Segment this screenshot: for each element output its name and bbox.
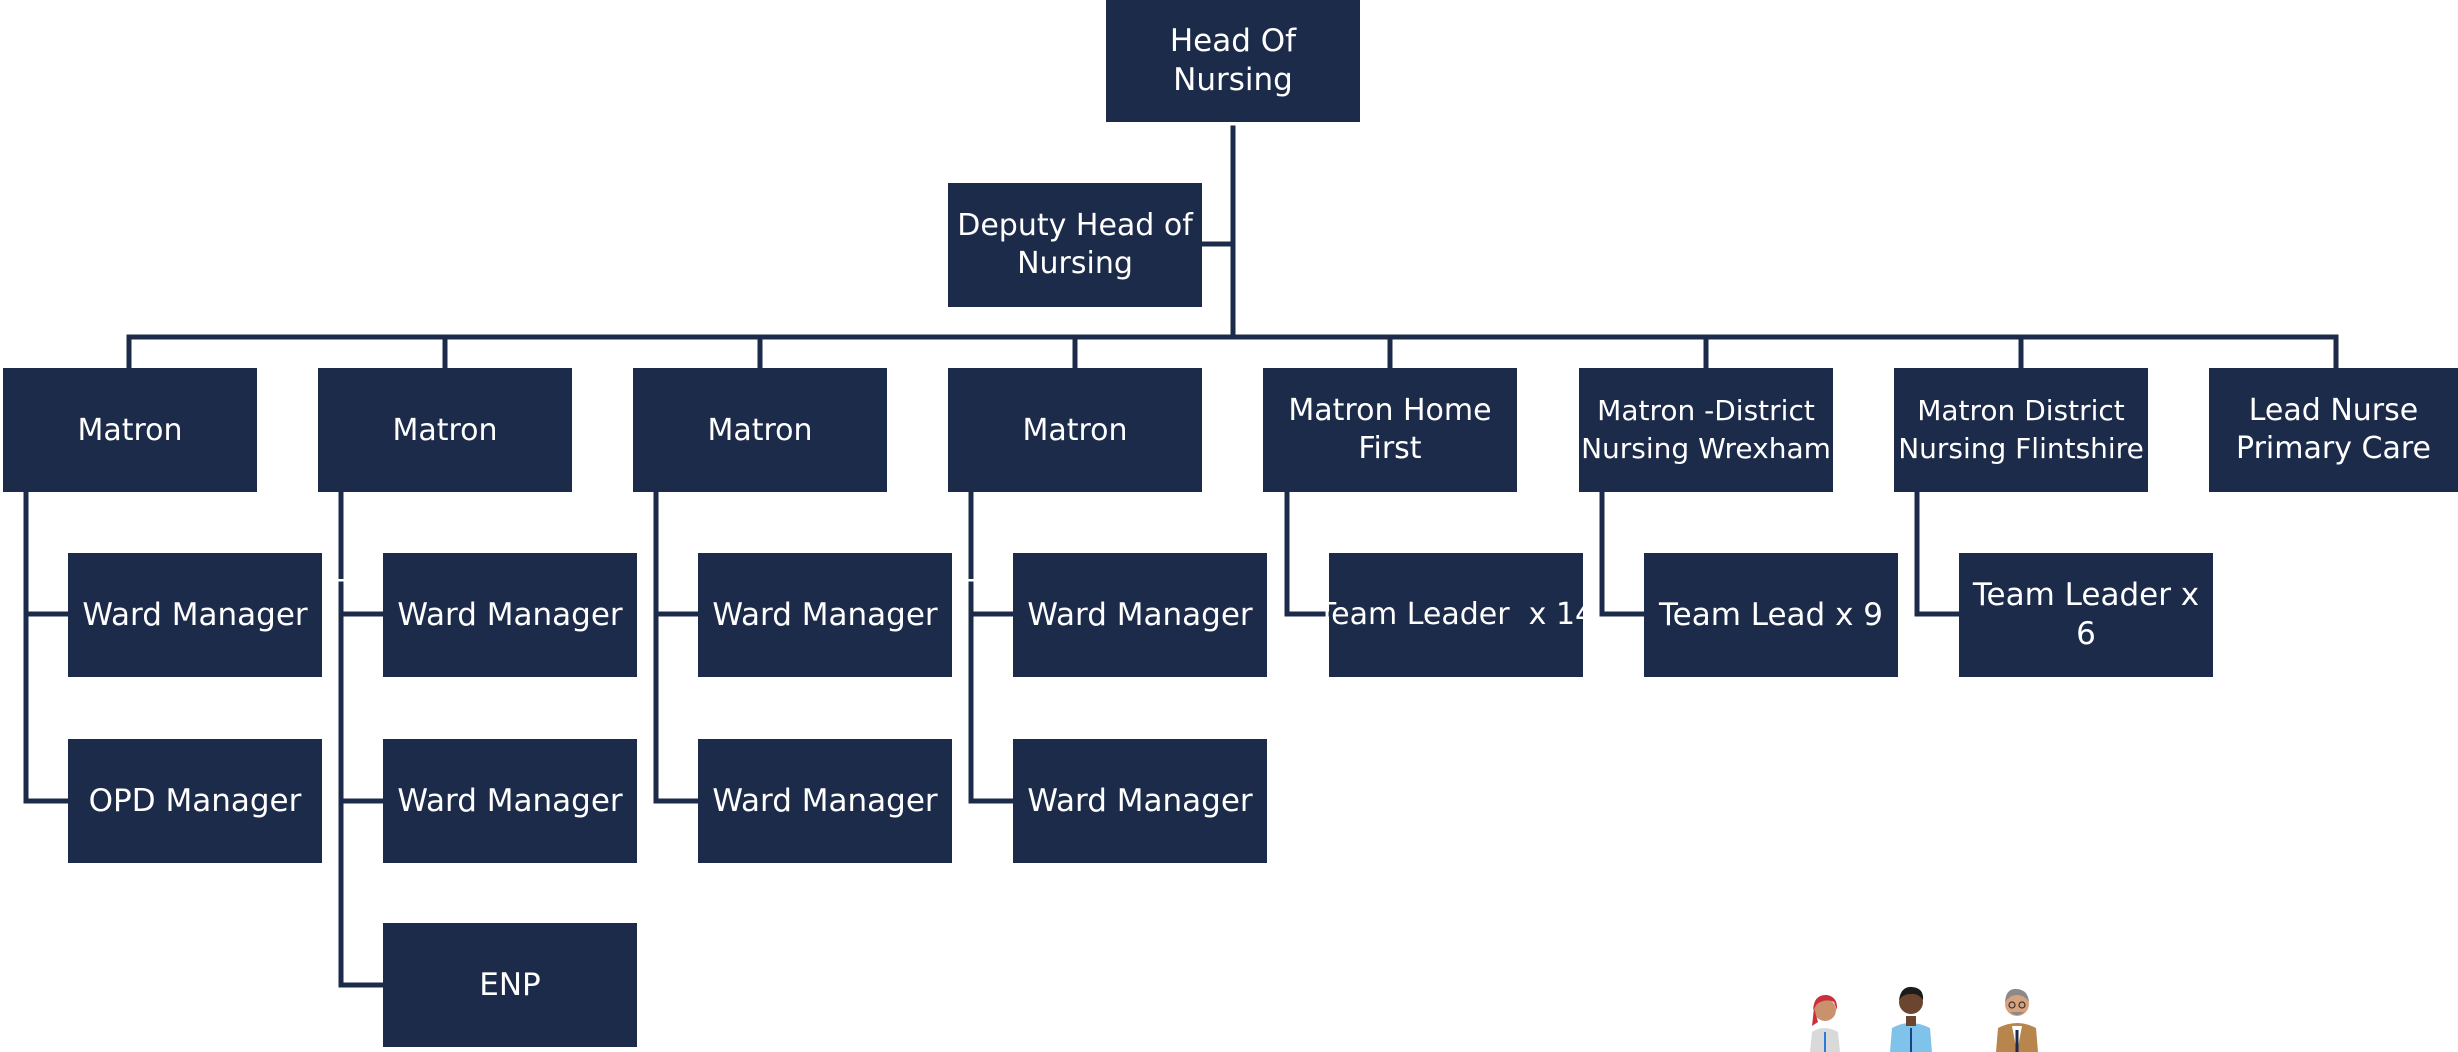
report-label: Ward Manager [1027,596,1253,633]
matron-1-line1: Matron [77,413,183,448]
report-label: Ward Manager [712,596,938,633]
report-label: Ward Manager [1027,782,1253,819]
report-box: Ward Manager [1013,739,1267,863]
matron-box-4: Matron Community Hospital [948,368,1202,600]
report-box: ENP [383,923,637,1047]
report-box: Team Leader x 14 [1318,553,1594,677]
report-label: Ward Manager [397,782,623,819]
matron-1-line2: Community [43,489,217,524]
matron-box-1: Matron Community Hospital [3,368,257,600]
matron-3-line2: Community [673,489,847,524]
report-box: Team Lead x 9 [1644,553,1898,677]
three-people-illustration [1810,986,2038,1052]
person-illustration-3 [1996,988,2038,1052]
report-label: Team Leader x 6 [1972,577,2200,652]
report-box: Ward Manager [1013,553,1267,677]
matron-box-6: Matron -District Nursing Wrexham [1579,368,1833,492]
report-label: OPD Manager [88,782,302,819]
report-label: Ward Manager [397,596,623,633]
report-box: Ward Manager [383,739,637,863]
matron-box-2: Matron Community Hospital [318,368,572,600]
head-of-nursing-box: Head Of Nursing [1106,0,1360,122]
deputy-head-label: Deputy Head of Nursing [957,208,1193,281]
matron-box-3: Matron Community Hospital [633,368,887,600]
head-of-nursing-label: Head Of Nursing [1169,23,1297,98]
matron-8-label: Lead Nurse Primary Care [2236,393,2431,466]
matron-box-5: Matron Home First [1263,368,1517,492]
matron-3-line1: Matron [707,413,813,448]
report-box: Ward Manager [698,739,952,863]
report-box: OPD Manager [68,739,322,863]
matron-4-line2: Community [988,489,1162,524]
matron-4-line1: Matron [1022,413,1128,448]
matron-6-label: Matron -District Nursing Wrexham [1581,394,1831,465]
matron-2-line1: Matron [392,413,498,448]
matron-5-label: Matron Home First [1288,393,1492,466]
person-illustration-1 [1810,994,1840,1052]
person-illustration-2 [1890,986,1932,1052]
report-label: ENP [479,966,541,1003]
report-box: Ward Manager [68,553,322,677]
report-label: Ward Manager [712,782,938,819]
report-box: Ward Manager [383,553,637,677]
report-label: Ward Manager [82,596,308,633]
report-label: Team Lead x 9 [1658,596,1884,633]
deputy-head-box: Deputy Head of Nursing [948,183,1202,307]
matron-7-label: Matron District Nursing Flintshire [1898,394,2144,465]
report-box: Team Leader x 6 [1959,553,2213,677]
matron-2-line2: Community [358,489,532,524]
matron-box-8: Lead Nurse Primary Care [2209,368,2458,492]
report-box: Ward Manager [698,553,952,677]
matron-box-7: Matron District Nursing Flintshire [1894,368,2148,492]
report-label: Team Leader x 14 [1317,597,1595,633]
